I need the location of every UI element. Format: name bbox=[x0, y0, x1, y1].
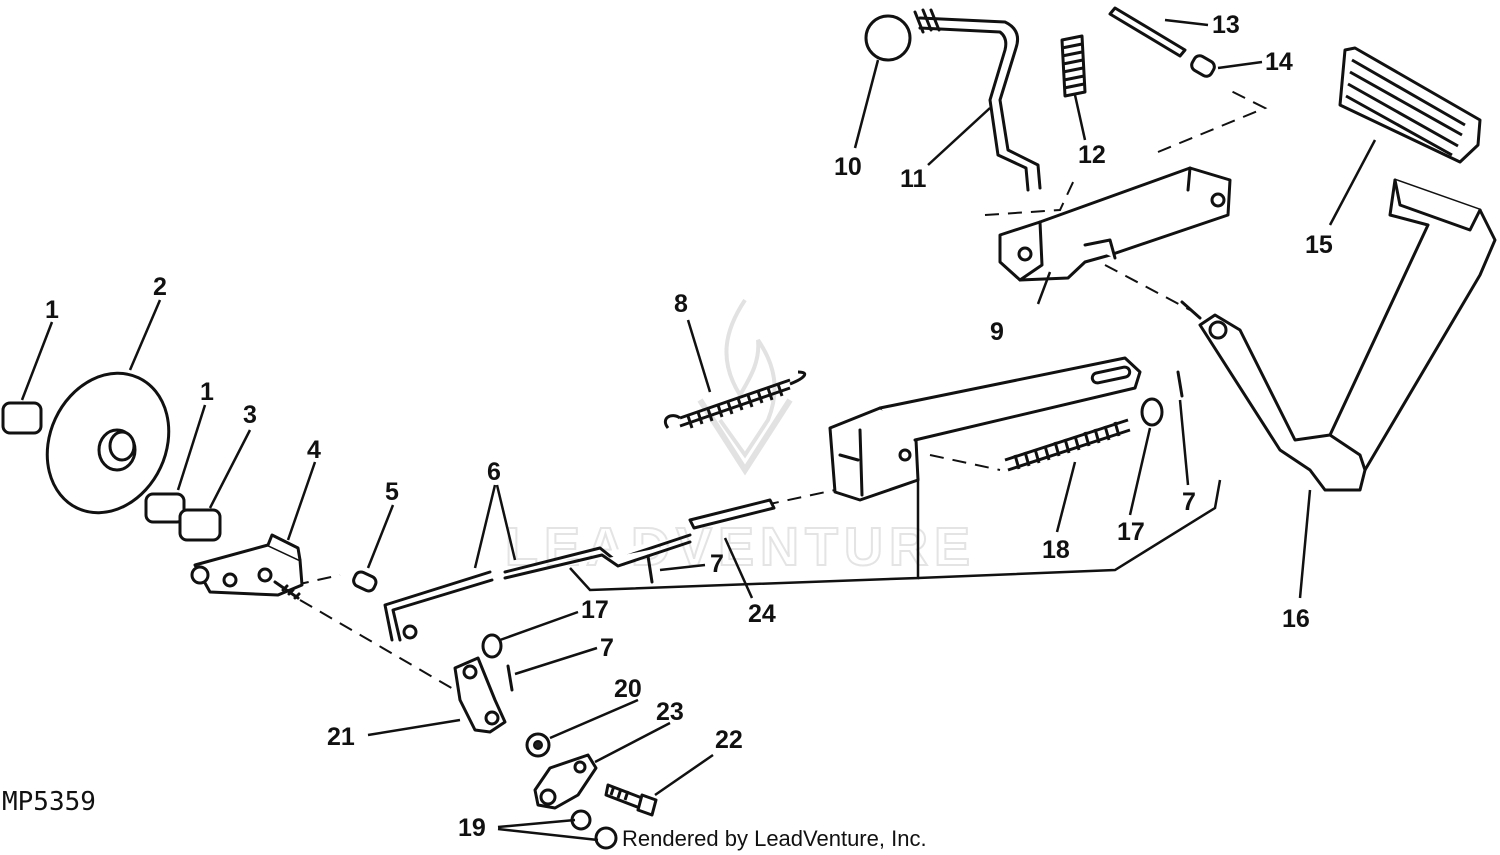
part-7-pin-middle bbox=[646, 554, 654, 584]
figure-id: MP5359 bbox=[2, 787, 96, 817]
part-15-pedal-pad bbox=[1338, 46, 1482, 164]
part-11-lever-rod bbox=[913, 8, 1042, 192]
part-7-pin-lower bbox=[506, 664, 514, 692]
part-12-spring bbox=[1060, 34, 1087, 98]
callout-7-lower: 7 bbox=[600, 634, 614, 662]
part-23-link bbox=[533, 753, 598, 810]
part-22-bolt bbox=[604, 783, 658, 817]
callout-10: 10 bbox=[834, 153, 862, 181]
part-17-washer-right bbox=[1140, 397, 1164, 427]
callout-14: 14 bbox=[1265, 48, 1293, 76]
callout-15: 15 bbox=[1305, 231, 1333, 259]
part-24-bracket bbox=[828, 356, 1142, 502]
callout-labels: 1 2 1 3 4 5 6 7 8 9 10 11 12 13 14 15 16… bbox=[45, 11, 1333, 842]
callout-12: 12 bbox=[1078, 141, 1106, 169]
callout-4: 4 bbox=[307, 436, 321, 464]
part-6-rods bbox=[383, 533, 692, 642]
callout-11: 11 bbox=[900, 165, 927, 193]
callout-1-left: 1 bbox=[45, 296, 59, 324]
callout-21: 21 bbox=[327, 723, 355, 751]
callout-2: 2 bbox=[153, 273, 167, 301]
callout-18: 18 bbox=[1042, 536, 1070, 564]
part-18-spring bbox=[1004, 418, 1131, 472]
part-10-knob bbox=[864, 14, 912, 62]
part-13-pin bbox=[1108, 6, 1187, 58]
part-21-lever bbox=[453, 656, 507, 734]
part-16-pedal-arm bbox=[1180, 178, 1497, 492]
callout-23: 23 bbox=[656, 698, 684, 726]
part-3-key bbox=[178, 508, 222, 542]
leader-lines bbox=[20, 18, 1377, 842]
part-14-bushing bbox=[1190, 54, 1216, 78]
callout-8: 8 bbox=[674, 290, 688, 318]
part-1-key-left bbox=[1, 401, 43, 435]
watermark-text: LEADVENTURE bbox=[505, 517, 976, 577]
callout-3: 3 bbox=[243, 401, 257, 429]
callout-9: 9 bbox=[990, 318, 1004, 346]
part-2-disc bbox=[45, 371, 171, 515]
callout-7-right: 7 bbox=[1182, 488, 1196, 516]
part-17-washer-lower bbox=[481, 633, 503, 659]
callout-1-right: 1 bbox=[200, 378, 214, 406]
part-9-mount bbox=[998, 166, 1232, 282]
part-1-key-right bbox=[144, 492, 186, 524]
callout-19: 19 bbox=[458, 814, 486, 842]
callout-6: 6 bbox=[487, 458, 501, 486]
part-24-rod bbox=[688, 498, 776, 530]
part-19-nut-lower bbox=[594, 826, 618, 850]
part-7-pin-right bbox=[1176, 370, 1184, 398]
callout-7-middle: 7 bbox=[710, 550, 724, 578]
part-8-spring bbox=[663, 370, 807, 429]
callout-16: 16 bbox=[1282, 605, 1310, 633]
callout-22: 22 bbox=[715, 726, 743, 754]
callout-5: 5 bbox=[385, 478, 399, 506]
part-5-pin bbox=[352, 570, 378, 593]
callout-17-lower: 17 bbox=[581, 596, 609, 624]
part-4-bracket bbox=[190, 533, 304, 600]
callout-20: 20 bbox=[614, 675, 642, 703]
callout-24: 24 bbox=[748, 600, 776, 628]
callout-17-right: 17 bbox=[1117, 518, 1145, 546]
credit-text: Rendered by LeadVenture, Inc. bbox=[622, 826, 927, 851]
callout-13: 13 bbox=[1212, 11, 1240, 39]
